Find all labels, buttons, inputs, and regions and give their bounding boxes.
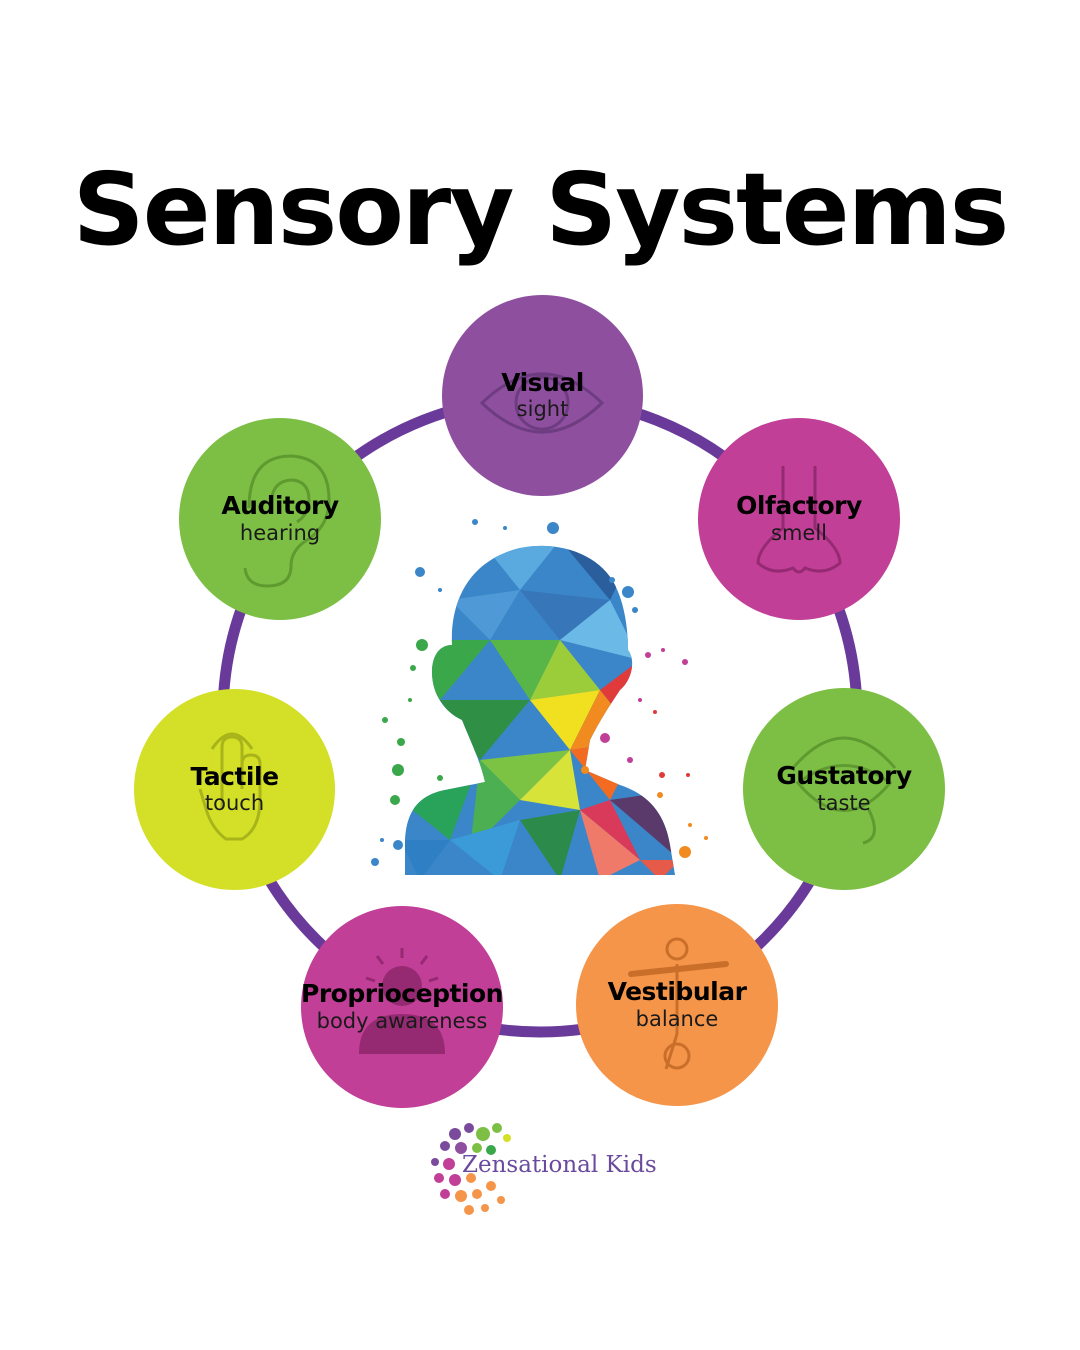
- node-olfactory: Olfactory smell: [698, 418, 900, 620]
- nose-icon: [756, 466, 842, 574]
- node-sublabel: sight: [516, 397, 569, 422]
- node-label: Proprioception: [301, 979, 503, 1009]
- node-auditory: Auditory hearing: [179, 418, 381, 620]
- balance-figure-icon: [628, 937, 729, 1070]
- node-label: Visual: [501, 367, 584, 397]
- node-label: Tactile: [190, 761, 279, 791]
- node-label: Vestibular: [607, 977, 747, 1007]
- node-sublabel: balance: [635, 1006, 719, 1031]
- node-label: Olfactory: [736, 491, 862, 521]
- node-gustatory: Gustatory taste: [743, 688, 945, 890]
- brand-name: Zensational Kids: [462, 1152, 657, 1178]
- node-sublabel: touch: [204, 791, 265, 816]
- ear-icon: [243, 454, 331, 588]
- eye-icon: [479, 372, 605, 434]
- node-sublabel: smell: [771, 520, 827, 545]
- person-awareness-icon: [359, 948, 445, 1054]
- node-label: Auditory: [221, 491, 339, 521]
- dots-cluster-logo: [431, 1123, 511, 1215]
- node-sublabel: body awareness: [316, 1008, 488, 1033]
- page-title: Sensory Systems: [72, 151, 1010, 268]
- node-sublabel: hearing: [239, 520, 321, 545]
- node-label: Gustatory: [776, 761, 912, 791]
- node-proprioception: Proprioception body awareness: [301, 906, 503, 1108]
- mosaic-head-silhouette: [371, 519, 708, 875]
- node-visual: Visual sight: [442, 295, 643, 496]
- hand-icon: [198, 732, 262, 841]
- node-sublabel: taste: [817, 790, 871, 815]
- mouth-icon: [791, 736, 897, 845]
- node-tactile: Tactile touch: [134, 689, 335, 890]
- node-vestibular: Vestibular balance: [576, 904, 778, 1106]
